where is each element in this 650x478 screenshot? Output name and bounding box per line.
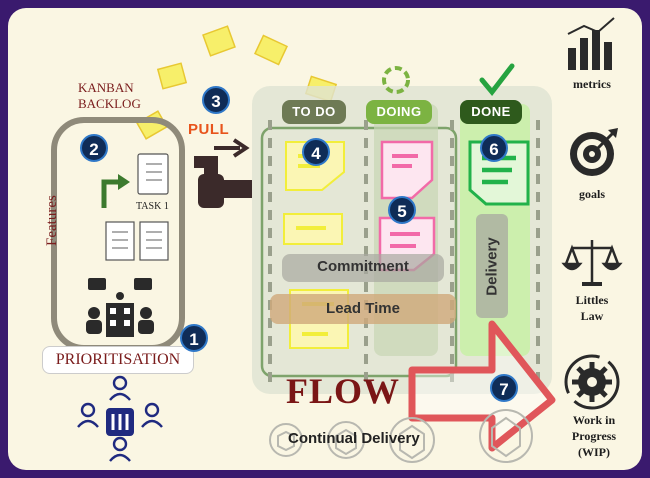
- step-badge-1: 1: [180, 324, 208, 352]
- fist-icon: [198, 174, 224, 208]
- flow-title: FLOW: [286, 371, 401, 411]
- step-badge-4: 4: [302, 138, 330, 166]
- column-header-done: DONE: [460, 100, 522, 124]
- loading-icon: [382, 66, 410, 94]
- continual-delivery-label: Continual Delivery: [288, 430, 420, 447]
- column-header-todo: TO DO: [282, 100, 346, 124]
- team-icon: [86, 278, 154, 337]
- metrics-label: metrics: [573, 77, 611, 91]
- step-badge-5: 5: [388, 196, 416, 224]
- people-network-icon: [77, 375, 163, 462]
- task-label: TASK 1: [136, 201, 169, 212]
- backlog-title-line2: BACKLOG: [78, 96, 141, 111]
- wip-gear-icon: [564, 354, 620, 410]
- wip-line2: Progress: [571, 429, 617, 443]
- littles-law-line2: Law: [580, 309, 604, 323]
- wip-label: Work in Progress (WIP): [556, 412, 632, 460]
- delivery-arrow-icon: [408, 320, 556, 452]
- diagram-canvas: KANBAN BACKLOG Features TASK 1 PRIORITIS…: [8, 8, 642, 470]
- prioritisation-label: PRIORITISATION: [42, 346, 194, 374]
- column-header-doing: DOING: [366, 100, 432, 124]
- lead-time-label: Lead Time: [326, 300, 400, 317]
- features-label: Features: [44, 195, 60, 246]
- step-badge-2: 2: [80, 134, 108, 162]
- scales-icon: [561, 240, 623, 286]
- kanban-backlog-title: KANBAN BACKLOG: [78, 80, 141, 112]
- step-badge-6: 6: [480, 134, 508, 162]
- checkmark-icon: [479, 63, 515, 96]
- goals-icon: [570, 128, 618, 176]
- pull-label: PULL: [188, 121, 230, 138]
- commitment-zone: [260, 126, 458, 378]
- commitment-band: [282, 254, 444, 282]
- littles-law-label: Littles Law: [556, 292, 628, 324]
- step-badge-3: 3: [202, 86, 230, 114]
- delivery-band: [476, 214, 508, 318]
- goals-label: goals: [578, 187, 605, 201]
- step-badge-7: 7: [490, 374, 518, 402]
- littles-law-line1: Littles: [575, 293, 609, 307]
- task-doc-icons: [105, 153, 169, 261]
- arrow-icon: [101, 179, 120, 208]
- commitment-label: Commitment: [317, 258, 409, 275]
- delivery-label: Delivery: [483, 237, 501, 296]
- delivery-box-icons: [269, 409, 533, 463]
- diagram-graphics: [51, 17, 623, 463]
- wip-line3: (WIP): [578, 445, 610, 459]
- metrics-icon: [567, 17, 615, 70]
- lead-time-band: [270, 294, 456, 324]
- backlog-title-line1: KANBAN: [78, 80, 134, 95]
- wip-line1: Work in: [572, 413, 616, 427]
